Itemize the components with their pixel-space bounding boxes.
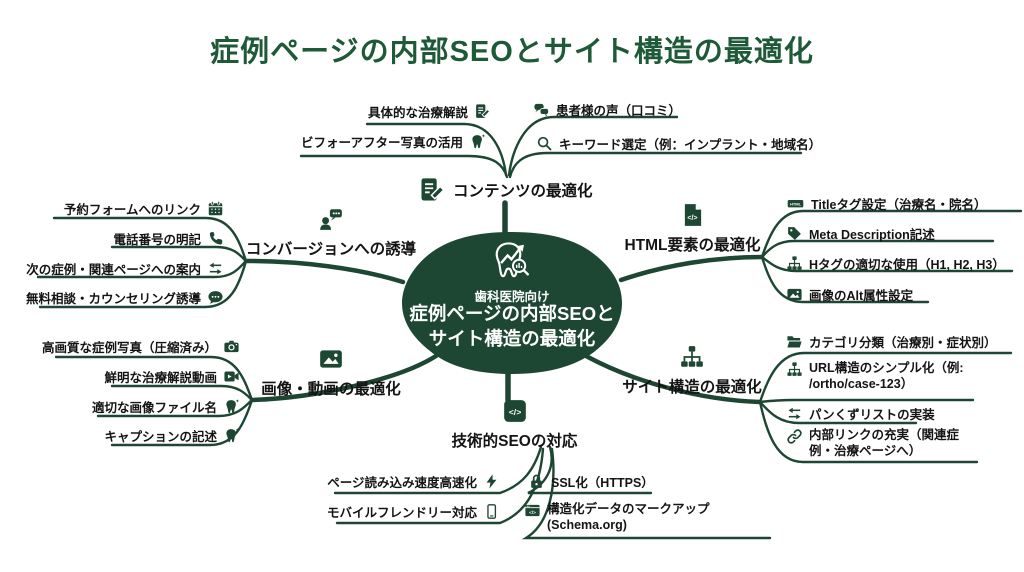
image-icon bbox=[318, 346, 344, 372]
child-node: 適切な画像ファイル名 bbox=[92, 397, 240, 416]
branch-media-label: 画像・動画の最適化 bbox=[261, 381, 401, 398]
child-node: キャプションの記述 bbox=[104, 426, 240, 445]
child-node: 予約フォームへのリンク bbox=[64, 199, 224, 218]
child-label: 次の症例・関連ページへの案内 bbox=[26, 263, 201, 277]
search-icon bbox=[536, 135, 553, 152]
video-icon bbox=[223, 368, 240, 385]
child-label: Hタグの適切な使用（H1, H2, H3） bbox=[809, 258, 1005, 272]
document-edit-icon bbox=[418, 176, 446, 204]
child-label: SSL化（HTTPS） bbox=[551, 476, 654, 490]
center-tagline: 歯科医院向け bbox=[474, 290, 550, 304]
code-window-icon bbox=[524, 502, 541, 519]
child-label: カテゴリ分類（治療別・症状別） bbox=[809, 336, 997, 350]
child-label: パンくずリストの実装 bbox=[809, 408, 935, 422]
child-label: Titleタグ設定（治療名・院名） bbox=[811, 198, 987, 212]
code-file-icon bbox=[680, 202, 706, 228]
phone-icon bbox=[207, 230, 224, 247]
branch-technical: 技術的SEOの対応 bbox=[442, 398, 587, 451]
chat-bubbles-icon bbox=[533, 101, 550, 118]
child-node: モバイルフレンドリー対応 bbox=[327, 502, 500, 521]
page-title: 症例ページの内部SEOとサイト構造の最適化 bbox=[210, 36, 814, 68]
child-node: Titleタグ設定（治療名・院名） bbox=[786, 194, 986, 213]
sitemap-icon bbox=[786, 255, 803, 272]
tag-icon bbox=[786, 225, 803, 242]
child-node: 具体的な治療解説 bbox=[368, 102, 491, 121]
child-label: URL構造のシンプル化（例: /ortho/case-123） bbox=[809, 361, 964, 391]
tooth-icon bbox=[223, 427, 240, 444]
link-icon bbox=[786, 428, 803, 445]
chat-dots-icon bbox=[207, 289, 224, 306]
center-title-line2: サイト構造の最適化 bbox=[428, 327, 596, 349]
branch-media: 画像・動画の最適化 bbox=[261, 346, 401, 399]
child-node: Meta Description記述 bbox=[786, 224, 935, 243]
child-label: 具体的な治療解説 bbox=[368, 106, 469, 120]
branch-conversion: コンバージョンへの誘導 bbox=[246, 206, 416, 259]
child-node: 無料相談・カウンセリング誘導 bbox=[26, 288, 224, 307]
camera-icon bbox=[223, 338, 240, 355]
child-node: Hタグの適切な使用（H1, H2, H3） bbox=[786, 254, 1005, 273]
center-title: 症例ページの内部SEOと サイト構造の最適化 bbox=[390, 302, 634, 351]
child-label: ビフォーアフター写真の活用 bbox=[301, 136, 464, 150]
arrows-icon bbox=[207, 260, 224, 277]
child-label: 高画質な症例写真（圧縮済み） bbox=[41, 341, 217, 355]
child-label: 鮮明な治療解説動画 bbox=[104, 371, 217, 385]
child-node: ビフォーアフター写真の活用 bbox=[301, 132, 486, 151]
child-label: モバイルフレンドリー対応 bbox=[326, 506, 477, 520]
tooth-icon bbox=[469, 133, 486, 150]
child-node: 電話番号の明記 bbox=[113, 229, 224, 248]
branch-technical-label: 技術的SEOの対応 bbox=[451, 433, 578, 450]
document-edit-icon bbox=[474, 103, 491, 120]
child-node: 構造化データのマークアップ (Schema.org) bbox=[524, 502, 719, 533]
child-node: 内部リンクの充実（関連症例・治療ページへ） bbox=[786, 428, 963, 459]
image-icon bbox=[786, 286, 803, 303]
child-label: 電話番号の明記 bbox=[113, 233, 201, 247]
branch-structure: サイト構造の最適化 bbox=[622, 344, 762, 397]
central-node-shape bbox=[402, 232, 622, 374]
branch-content-label: コンテンツの最適化 bbox=[453, 183, 593, 200]
child-label: 患者様の声（口コミ） bbox=[556, 104, 682, 118]
html-badge-icon bbox=[786, 195, 805, 212]
person-chat-icon bbox=[318, 206, 344, 232]
child-label: 内部リンクの充実（関連症例・治療ページへ） bbox=[809, 428, 960, 458]
center-title-line1: 症例ページの内部SEOと bbox=[409, 303, 615, 324]
child-label: キーワード選定（例：インプラント・地域名） bbox=[559, 138, 822, 152]
mobile-icon bbox=[483, 503, 500, 520]
branch-html: HTML要素の最適化 bbox=[624, 202, 761, 255]
lock-icon bbox=[528, 473, 545, 490]
child-label: 画像のAlt属性設定 bbox=[809, 289, 914, 303]
child-label: 適切な画像ファイル名 bbox=[91, 401, 217, 415]
child-node: 次の症例・関連ページへの案内 bbox=[26, 259, 224, 278]
child-label: ページ読み込み速度高速化 bbox=[327, 476, 477, 490]
folder-icon bbox=[786, 333, 803, 350]
child-node: SSL化（HTTPS） bbox=[528, 472, 654, 491]
branch-html-label: HTML要素の最適化 bbox=[624, 237, 761, 254]
child-node: URL構造のシンプル化（例: /ortho/case-123） bbox=[786, 361, 975, 392]
tooth-seo-chart-icon bbox=[488, 240, 536, 284]
child-node: パンくずリストの実装 bbox=[786, 404, 935, 423]
child-node: ページ読み込み速度高速化 bbox=[327, 472, 500, 491]
tooth-icon bbox=[223, 398, 240, 415]
branch-conversion-label: コンバージョンへの誘導 bbox=[245, 241, 417, 258]
child-node: 画像のAlt属性設定 bbox=[786, 285, 913, 304]
child-label: Meta Description記述 bbox=[809, 228, 935, 242]
child-node: カテゴリ分類（治療別・症状別） bbox=[786, 332, 997, 351]
calendar-icon bbox=[207, 200, 224, 217]
child-node: 鮮明な治療解説動画 bbox=[104, 367, 240, 386]
child-label: 予約フォームへのリンク bbox=[63, 203, 201, 217]
child-label: 無料相談・カウンセリング誘導 bbox=[25, 292, 201, 306]
branch-content: コンテンツの最適化 bbox=[418, 176, 593, 204]
child-node: 患者様の声（口コミ） bbox=[533, 100, 681, 119]
child-label: 構造化データのマークアップ (Schema.org) bbox=[547, 502, 710, 532]
code-square-icon bbox=[502, 398, 528, 424]
child-node: キーワード選定（例：インプラント・地域名） bbox=[536, 134, 821, 153]
branch-structure-label: サイト構造の最適化 bbox=[622, 379, 762, 396]
sitemap-icon bbox=[786, 361, 803, 378]
bolt-icon bbox=[483, 473, 500, 490]
sitemap-icon bbox=[679, 344, 705, 370]
child-node: 高画質な症例写真（圧縮済み） bbox=[42, 337, 240, 356]
child-label: キャプションの記述 bbox=[104, 430, 217, 444]
arrows-icon bbox=[786, 405, 803, 422]
